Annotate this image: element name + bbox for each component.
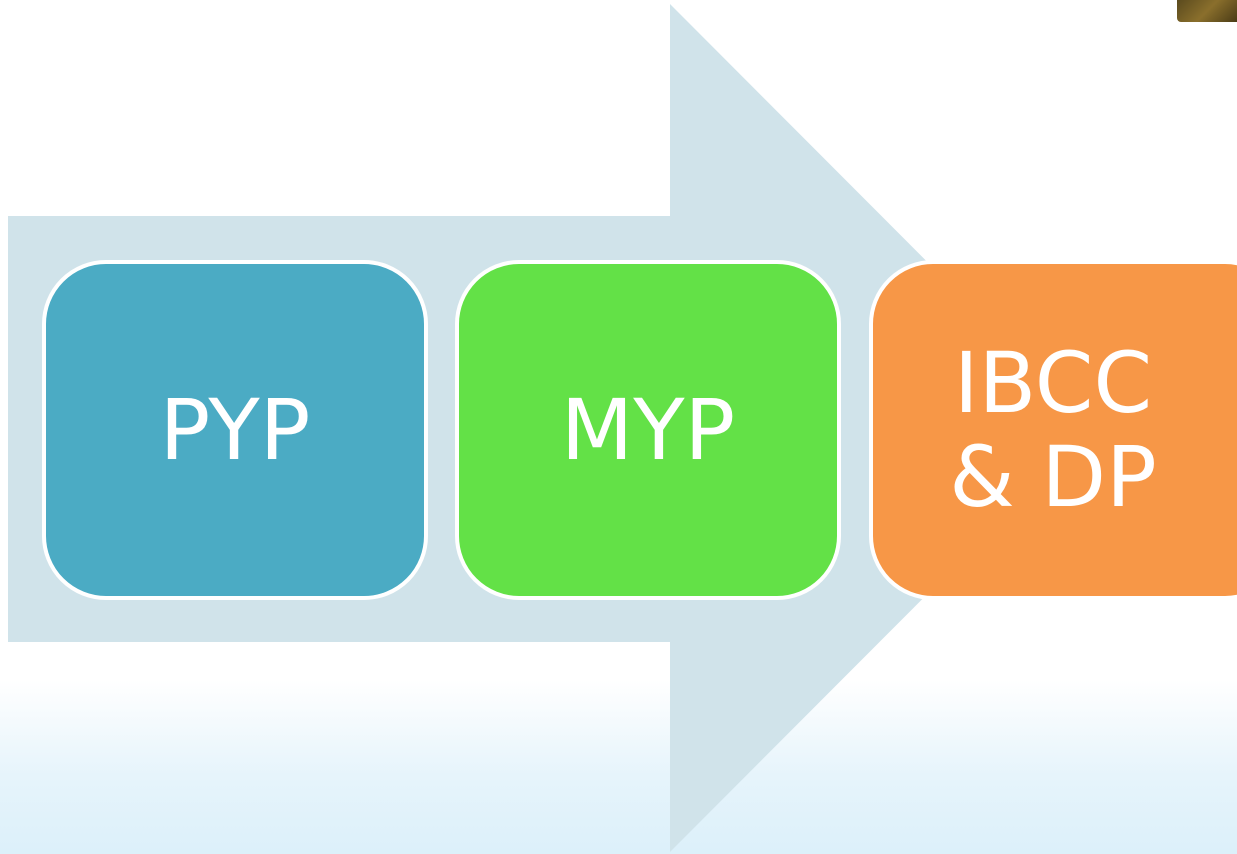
stage-box-myp: MYP [455, 260, 841, 600]
stage-box-pyp: PYP [42, 260, 428, 600]
corner-image [1177, 0, 1237, 22]
stage-box-ibcc-dp: IBCC & DP [869, 260, 1237, 600]
stage-label-ibcc-dp: IBCC & DP [949, 333, 1157, 526]
background-gradient [0, 680, 1237, 854]
stage-label-myp: MYP [560, 380, 736, 479]
stage-label-pyp: PYP [159, 380, 311, 479]
